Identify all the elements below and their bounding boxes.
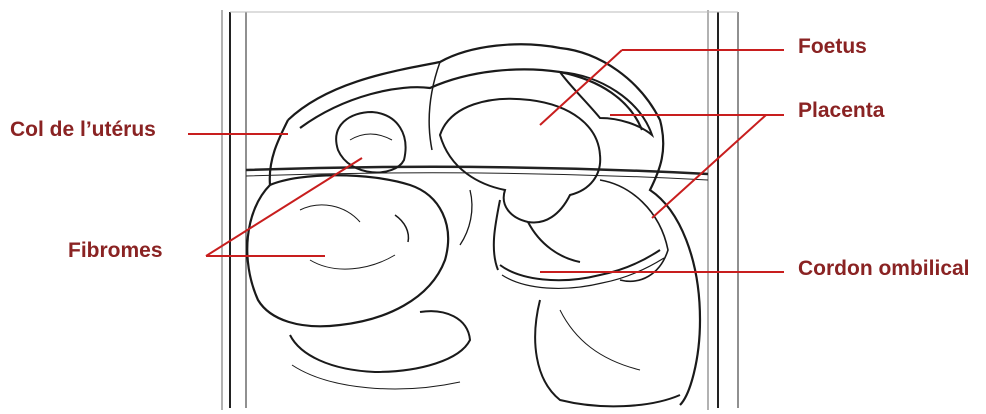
label-col-uterus: Col de l’utérus [10, 119, 156, 140]
placenta-shape [560, 72, 668, 281]
uterus-wall [270, 44, 700, 405]
label-fibromes: Fibromes [68, 240, 163, 261]
lower-sac-shape [535, 300, 680, 406]
umbilical-cord-shape [500, 250, 664, 288]
fibroid-masses [247, 175, 470, 389]
leader-lines [188, 50, 784, 272]
leader-placenta-b [652, 115, 766, 218]
label-foetus: Foetus [798, 36, 867, 57]
label-placenta: Placenta [798, 100, 884, 121]
foetus-shape [440, 99, 600, 270]
cervix-shape [336, 112, 405, 172]
label-cordon-ombilical: Cordon ombilical [798, 258, 970, 279]
